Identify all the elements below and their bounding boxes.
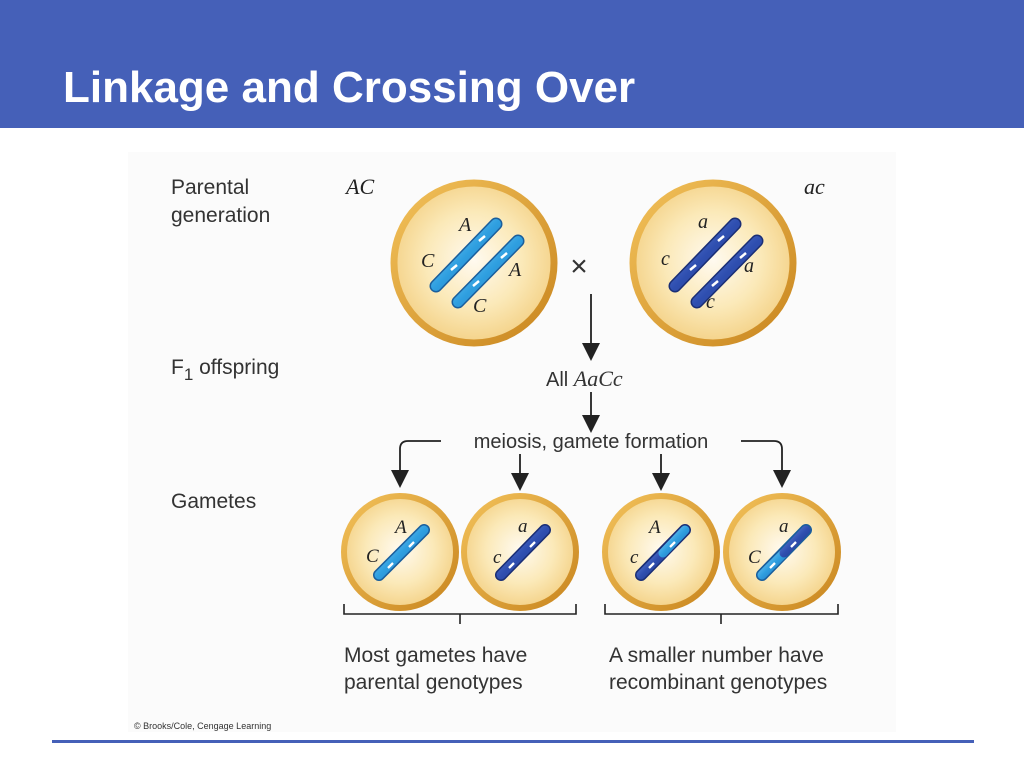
gene-label-a-2: a	[744, 255, 754, 277]
chromosome-right-2	[692, 236, 762, 307]
label-f1-offspring: F1 offspring	[171, 356, 279, 384]
gene-label-C-1: C	[421, 250, 435, 272]
parent-cell-right: a c a c	[629, 179, 797, 347]
gamete-3-bottom-gene: c	[630, 547, 639, 568]
label-gametes: Gametes	[171, 490, 256, 513]
gamete-2: a c	[461, 493, 579, 611]
bracket-parental	[343, 604, 577, 624]
gamete-4-top-gene: a	[779, 516, 789, 537]
gamete-1: A C	[341, 493, 459, 611]
chromosome-left-2	[453, 236, 523, 307]
gamete-3: A c	[602, 493, 720, 611]
caption-recombinant-line1: A smaller number have	[609, 644, 824, 667]
chromosome-right-1	[670, 219, 740, 291]
bottom-rule	[52, 740, 974, 743]
gene-label-A-1: A	[457, 214, 472, 236]
gamete-4: a C	[723, 493, 841, 611]
gamete-1-bottom-gene: C	[366, 546, 379, 567]
cross-symbol: ×	[570, 250, 588, 283]
gene-label-c-1: c	[661, 248, 670, 270]
copyright-credit: © Brooks/Cole, Cengage Learning	[134, 721, 271, 731]
gamete-2-bottom-gene: c	[493, 547, 502, 568]
f1-result: All AaCc	[546, 366, 623, 391]
title-bar: Linkage and Crossing Over	[0, 0, 1024, 128]
label-parental: Parental	[171, 176, 249, 199]
parent-left-genotype: AC	[344, 174, 374, 199]
linkage-figure: Parental generation F1 offspring Gametes…	[128, 152, 896, 732]
caption-parental-line1: Most gametes have	[344, 644, 527, 667]
parent-cell-left: A C A C	[390, 179, 558, 347]
caption-recombinant-line2: recombinant genotypes	[609, 671, 827, 694]
gene-label-C-2: C	[473, 295, 487, 317]
slide-title: Linkage and Crossing Over	[63, 63, 636, 112]
label-generation: generation	[171, 204, 270, 227]
meiosis-label: meiosis, gamete formation	[474, 431, 709, 453]
gamete-4-bottom-gene: C	[748, 547, 761, 568]
gene-label-c-2: c	[706, 291, 715, 313]
meiosis-branches	[391, 440, 791, 491]
gene-label-a-1: a	[698, 211, 708, 233]
gamete-3-top-gene: A	[647, 517, 661, 538]
bracket-recombinant	[604, 604, 839, 624]
caption-parental-line2: parental genotypes	[344, 671, 523, 694]
gamete-1-top-gene: A	[393, 517, 407, 538]
chromosome-left-1	[431, 219, 501, 291]
gene-label-A-2: A	[507, 259, 522, 281]
gamete-2-top-gene: a	[518, 516, 528, 537]
linkage-diagram: Parental generation F1 offspring Gametes…	[134, 174, 841, 731]
parent-right-genotype: ac	[804, 174, 825, 199]
